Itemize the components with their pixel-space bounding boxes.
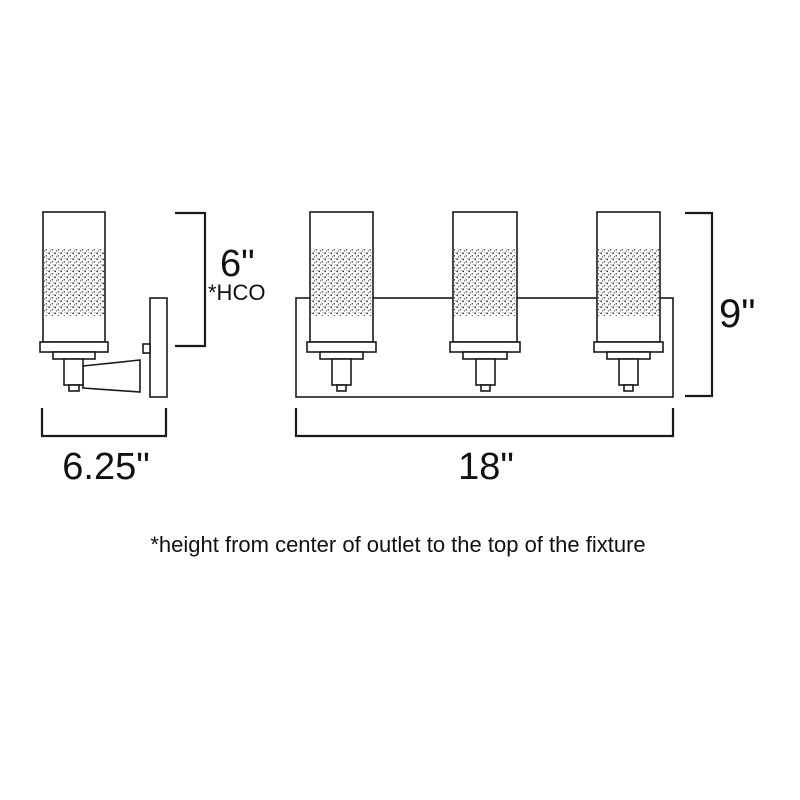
side-cup [52, 351, 96, 360]
side-backplate [149, 297, 168, 398]
side-view [39, 211, 168, 398]
hco-bracket [175, 211, 207, 348]
front-view [295, 211, 674, 398]
side-collar [39, 341, 109, 353]
width-label: 18" [458, 446, 514, 488]
footnote: *height from center of outlet to the top… [150, 532, 645, 557]
side-socket [63, 358, 84, 386]
front-light-3 [593, 211, 664, 392]
hco-height-label: 6" [220, 243, 255, 285]
hco-label: *HCO [208, 280, 265, 305]
height-bracket [685, 211, 714, 398]
overall-height-label: 9" [719, 292, 755, 336]
side-knob [142, 343, 151, 354]
side-arm [82, 359, 141, 393]
width-bracket [294, 408, 675, 438]
side-shade-texture [44, 248, 104, 316]
depth-label: 6.25" [62, 446, 149, 488]
front-light-2 [449, 211, 521, 392]
front-light-1 [306, 211, 377, 392]
side-socket-tip [68, 384, 80, 392]
depth-bracket [40, 408, 168, 438]
